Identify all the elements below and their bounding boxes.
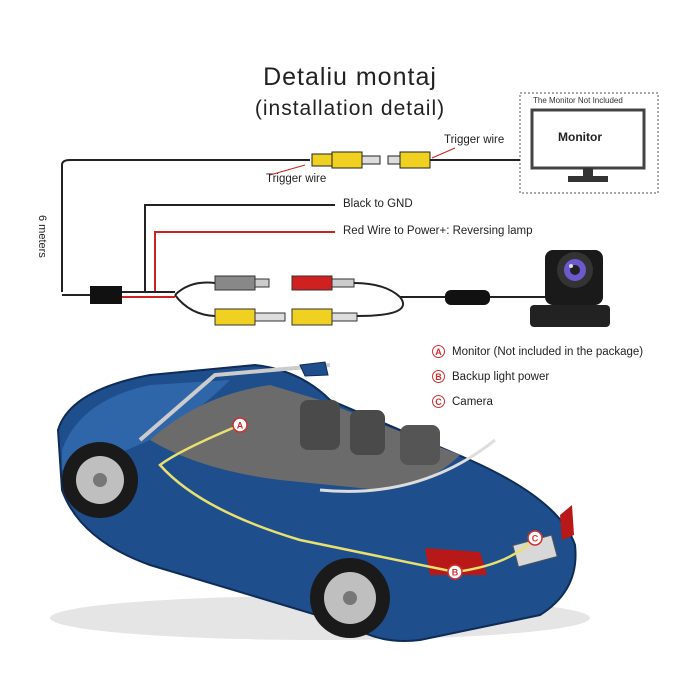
monitor-neck <box>583 168 593 176</box>
diagram-subtitle: (installation detail) <box>254 97 446 120</box>
rca-yellow-bottom-left <box>214 308 256 326</box>
trigger-wire-label-top: Trigger wire <box>444 134 505 146</box>
inline-filter <box>445 290 490 305</box>
legend-item-a: A Monitor (Not included in the package) <box>432 345 643 358</box>
car-marker-c: C <box>527 530 543 546</box>
legend-marker: B <box>432 370 445 383</box>
rca-yellow-female-top <box>399 151 431 169</box>
rca-yellow-bottom-right <box>291 308 333 326</box>
red-power-wire <box>154 231 335 292</box>
monitor-label: Monitor <box>558 130 602 144</box>
monitor-note: The Monitor Not Included <box>533 96 623 105</box>
legend-item-b: B Backup light power <box>432 370 549 383</box>
svg-text:B: B <box>452 568 459 578</box>
rca-yellow-male-top <box>311 153 333 167</box>
car-marker-a: A <box>232 417 248 433</box>
wiring-diagram <box>61 92 659 327</box>
main-cable-line <box>61 159 310 292</box>
wheel-front-icon <box>62 442 138 518</box>
install-wire-path <box>158 423 536 574</box>
power-connector-grey <box>214 275 256 291</box>
camera-icon <box>530 250 610 327</box>
svg-text:C: C <box>532 534 539 544</box>
wheel-rear-icon <box>310 558 390 638</box>
rca-yellow-body-top <box>331 151 363 169</box>
car-marker-b: B <box>447 564 463 580</box>
black-gnd-label: Black to GND <box>343 198 413 210</box>
black-gnd-wire <box>144 204 335 292</box>
power-connector-red <box>291 275 333 291</box>
legend-text: Backup light power <box>452 370 550 383</box>
legend-text: Camera <box>452 395 493 408</box>
junction-box <box>90 286 122 304</box>
car-illustration: A B C <box>50 361 590 642</box>
svg-text:A: A <box>237 421 244 431</box>
legend-text: Monitor (Not included in the package) <box>452 345 644 358</box>
red-power-label: Red Wire to Power+: Reversing lamp <box>343 225 533 237</box>
trigger-wire-label-bottom: Trigger wire <box>266 173 327 185</box>
monitor-dashed-box <box>519 92 659 194</box>
cable-length-label: 6 meters <box>36 215 48 258</box>
legend-item-c: C Camera <box>432 395 493 408</box>
monitor-stand <box>568 176 608 182</box>
diagram-title: Detaliu montaj <box>263 63 437 91</box>
legend-marker: A <box>432 345 445 358</box>
legend-marker: C <box>432 395 445 408</box>
